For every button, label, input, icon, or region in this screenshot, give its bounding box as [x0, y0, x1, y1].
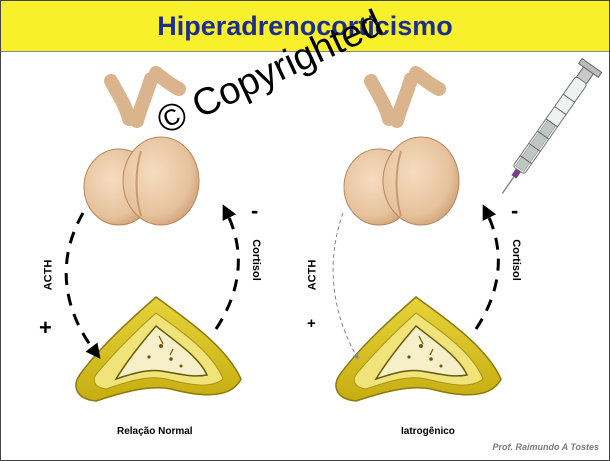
acth-label-left: ACTH: [42, 260, 54, 291]
cortisol-arrow-left: [216, 211, 238, 329]
adrenal-gland-right: [336, 297, 501, 401]
acth-label-right: ACTH: [306, 260, 318, 291]
plus-sign-left: +: [39, 315, 52, 341]
caption-left: Relação Normal: [117, 426, 193, 437]
caption-right: Iatrogênico: [401, 426, 455, 437]
acth-arrow-left: [66, 213, 96, 353]
cortisol-label-left: Cortisol: [250, 239, 262, 281]
minus-sign-right: -: [511, 198, 518, 224]
minus-sign-left: -: [251, 198, 258, 224]
author-credit: Prof. Raimundo A Tostes: [492, 442, 599, 452]
pituitary-gland-right: [344, 73, 459, 225]
acth-arrow-right: [333, 213, 357, 357]
adrenal-gland-left: [76, 297, 241, 401]
cortisol-label-right: Cortisol: [510, 239, 522, 281]
plus-sign-right: +: [307, 315, 316, 332]
syringe-icon: [493, 59, 602, 201]
cortisol-arrow-right: [476, 211, 498, 329]
